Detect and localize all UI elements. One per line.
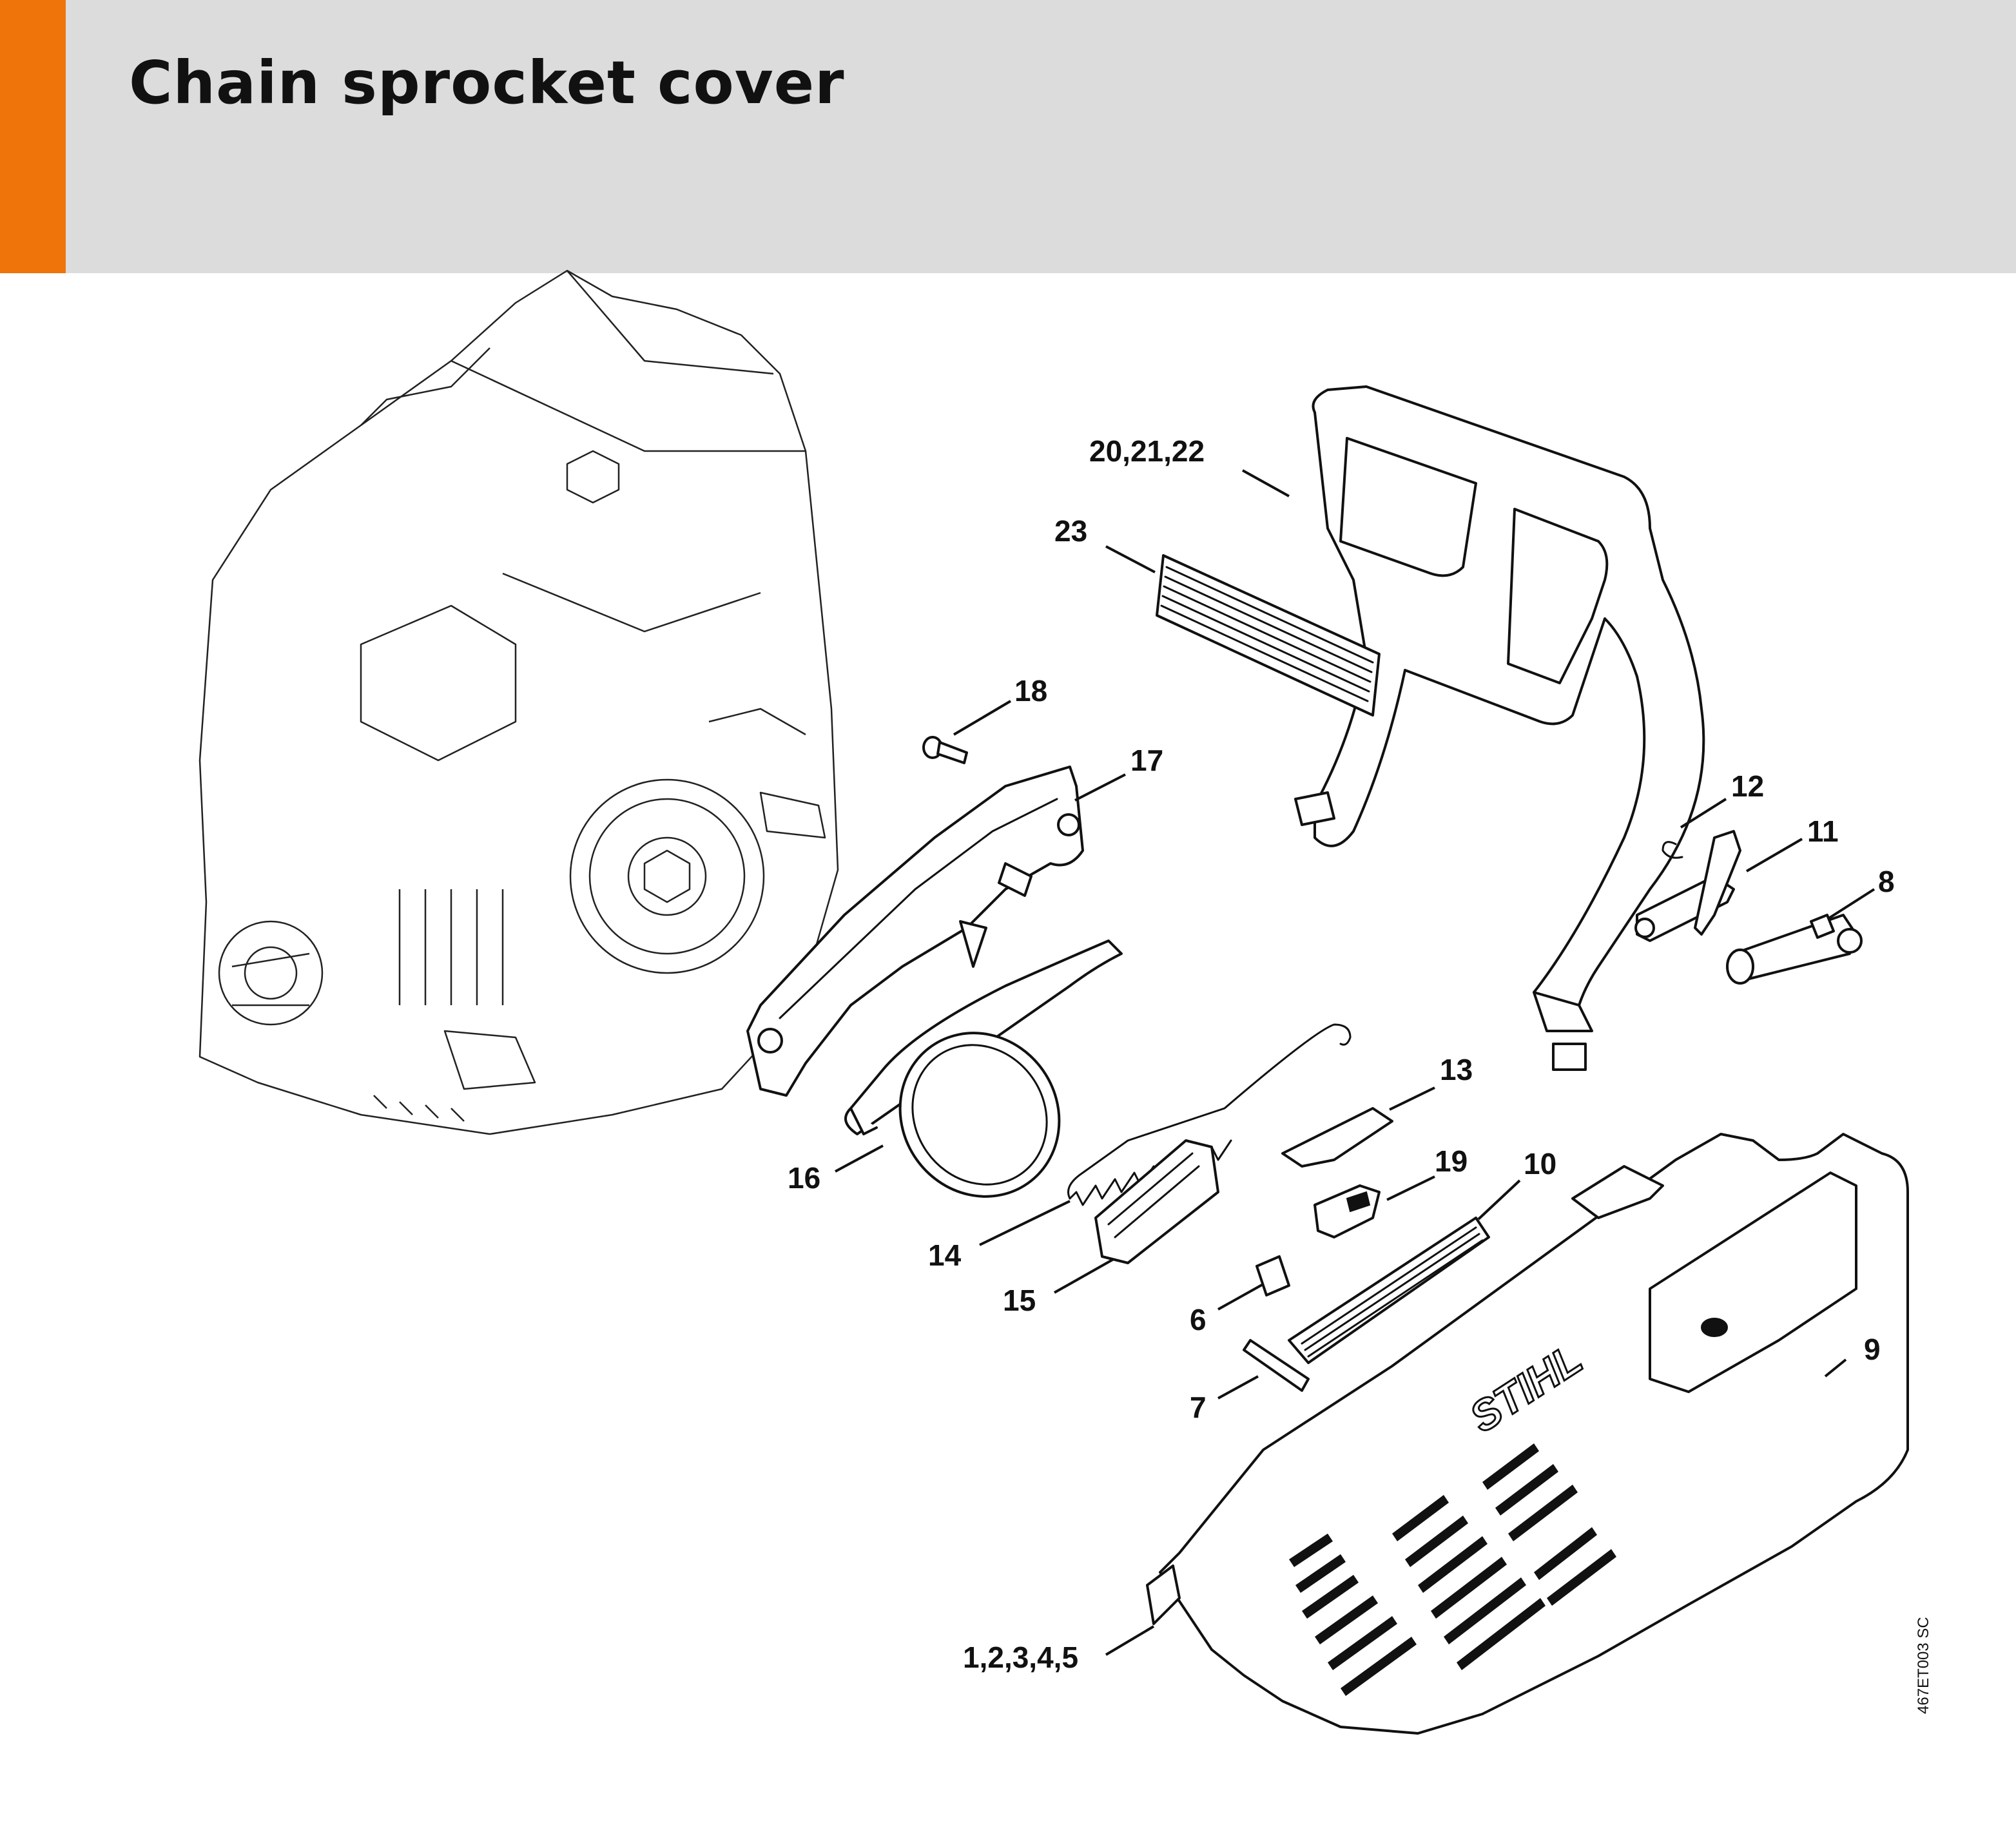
callout-12: 12 xyxy=(1731,769,1764,803)
orange-accent-strip xyxy=(0,0,66,273)
retaining-washer-12 xyxy=(1662,841,1683,859)
brake-band-16 xyxy=(844,939,1123,1198)
decal-23 xyxy=(1156,554,1381,717)
engine-housing-drawing xyxy=(199,269,839,1135)
callout-15: 15 xyxy=(1003,1284,1036,1317)
cap-19 xyxy=(1313,1184,1381,1238)
callout-19: 19 xyxy=(1435,1144,1468,1178)
callout-6: 6 xyxy=(1190,1303,1207,1336)
callout-17: 17 xyxy=(1130,744,1163,777)
callout-10: 10 xyxy=(1524,1147,1556,1180)
holder-15 xyxy=(1094,1139,1219,1264)
lever-11 xyxy=(1634,830,1741,942)
callout-labels: 20,21,22 23 18 17 12 11 8 13 19 10 16 14… xyxy=(788,434,1895,1674)
brake-lever-17 xyxy=(746,766,1084,1097)
sprocket-cover: STIHL xyxy=(1146,1133,1909,1735)
callout-14: 14 xyxy=(928,1238,962,1272)
callout-8: 8 xyxy=(1878,865,1895,898)
leader-lines xyxy=(835,469,1875,1656)
callout-23: 23 xyxy=(1054,514,1087,548)
header-bar xyxy=(0,0,2016,273)
hand-guard xyxy=(1294,385,1705,1071)
pin-6 xyxy=(1255,1255,1290,1296)
vent-grille xyxy=(1289,1443,1616,1696)
callout-16: 16 xyxy=(788,1161,820,1195)
callout-11: 11 xyxy=(1807,814,1839,848)
page-title: Chain sprocket cover xyxy=(129,48,845,117)
callout-20-21-22: 20,21,22 xyxy=(1089,434,1205,468)
pin-7 xyxy=(1243,1339,1310,1392)
screw-18 xyxy=(922,736,968,764)
lever-8 xyxy=(1726,914,1863,985)
spring-clip-13 xyxy=(1281,1107,1393,1168)
decal-10 xyxy=(1288,1217,1490,1364)
callout-9: 9 xyxy=(1864,1333,1881,1366)
callout-7: 7 xyxy=(1190,1391,1207,1424)
callout-18: 18 xyxy=(1014,674,1047,708)
callout-1-2-3-4-5: 1,2,3,4,5 xyxy=(963,1641,1078,1674)
drawing-id: 467ET003 SC xyxy=(1915,1617,1932,1714)
callout-13: 13 xyxy=(1440,1053,1473,1086)
